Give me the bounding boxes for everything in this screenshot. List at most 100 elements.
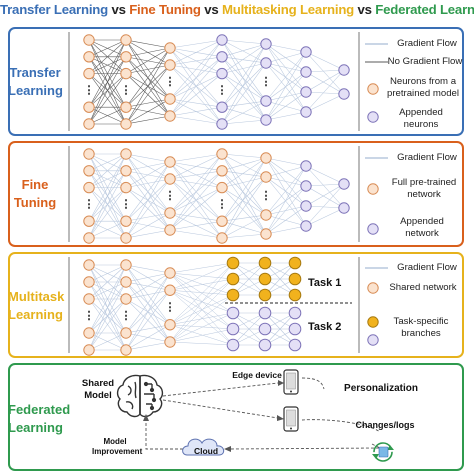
task1-edge (169, 262, 234, 291)
transfer-edge (305, 69, 345, 93)
legend-appended-network: Appended network (400, 216, 444, 239)
fine-edge (221, 176, 267, 239)
transfer-edge (221, 56, 267, 64)
task2-neuron (226, 338, 240, 352)
fine-neuron (83, 181, 95, 194)
fine-neuron (300, 180, 312, 192)
fine-edge (221, 153, 267, 216)
task2-neuron (288, 338, 302, 352)
multitask-shared-neuron (120, 259, 132, 271)
transfer-edge (305, 71, 345, 95)
fine-edge (169, 187, 223, 231)
transfer-edge (305, 51, 345, 95)
fine-ellipsis: ⋮ (261, 190, 272, 202)
transfer-edge (88, 73, 127, 125)
task1-edge (169, 262, 234, 274)
transfer-edge (221, 39, 267, 102)
task1-edge (232, 262, 266, 296)
transfer-edge (265, 71, 307, 121)
legend-pretrained-neurons: Neurons from a pretrained model (387, 76, 459, 99)
personalization-label: Personalization (344, 383, 418, 394)
fine-edge (221, 233, 267, 239)
fine-edge (221, 157, 267, 172)
transfer-edge (305, 69, 345, 113)
legend-appended-neurons: Appended neurons (399, 107, 443, 130)
fine-edge (88, 220, 127, 239)
fine-neuron (338, 178, 350, 190)
transfer-edge (305, 69, 345, 73)
task1-edge (169, 262, 234, 325)
fine-edge (125, 229, 171, 239)
transfer-neuron (338, 88, 350, 100)
multitask-shared-neuron (120, 327, 132, 339)
transfer-edge (125, 98, 171, 108)
fine-edge (265, 214, 307, 227)
task2-edge (169, 272, 234, 314)
task2-edge (232, 312, 266, 346)
transfer-edge (169, 106, 223, 117)
fine-neuron (120, 215, 132, 227)
task1-edge (169, 294, 234, 343)
transfer-edge (221, 43, 267, 58)
task1-edge (169, 278, 234, 291)
transfer-edge (88, 106, 127, 125)
transfer-edge (265, 91, 307, 121)
multitask-shared-edge (125, 272, 171, 300)
fine-edge (265, 185, 307, 235)
transfer-edge (221, 100, 267, 108)
fine-neuron (260, 152, 272, 164)
fine-edge (221, 157, 267, 222)
multitask-shared-edge (88, 264, 127, 300)
fine-edge (305, 183, 345, 207)
task1-edge (169, 262, 234, 343)
arrow-logs-to-cloud (229, 443, 381, 450)
legend-no-gradient-flow: No Gradient Flow (387, 56, 463, 67)
transfer-neuron (216, 51, 228, 63)
task2-edge (169, 324, 234, 330)
fine-edge (221, 176, 267, 222)
fine-neuron (83, 148, 95, 160)
fine-edge (305, 165, 345, 209)
phone-icon (283, 369, 299, 395)
fine-edge (221, 170, 267, 178)
transfer-edge (221, 62, 267, 108)
fine-edge (169, 170, 223, 231)
task1-neuron (288, 256, 302, 270)
transfer-edge (88, 39, 127, 74)
fine-edge (265, 157, 307, 227)
transfer-edge (169, 39, 223, 66)
multitask-shared-neuron (83, 293, 95, 305)
fine-neuron (120, 165, 132, 177)
transfer-edge (169, 98, 223, 108)
multitask-shared-edge (88, 264, 127, 351)
fine-edge (88, 170, 127, 239)
multitask-shared-edge (125, 324, 171, 334)
fine-edge (125, 178, 171, 188)
transfer-edge (169, 39, 223, 100)
transfer-neuron (83, 67, 95, 80)
panel-multitask (8, 252, 464, 358)
transfer-edge (221, 62, 267, 125)
task2-neuron (288, 322, 302, 336)
transfer-edge (221, 100, 267, 125)
phone-icon-2 (283, 406, 299, 432)
transfer-neuron (120, 67, 132, 80)
multitask-shared-edge (88, 281, 127, 351)
fine-edge (265, 205, 307, 216)
fine-ellipsis: ⋮ (121, 198, 132, 210)
fine-edge (125, 153, 171, 163)
transfer-edge (88, 39, 127, 108)
fine-edge (221, 157, 267, 188)
transfer-edge (125, 47, 171, 74)
task2-neuron (288, 306, 302, 320)
fine-neuron (216, 232, 228, 244)
fine-neuron (260, 228, 272, 240)
transfer-edge (265, 62, 307, 93)
fine-neuron (260, 171, 272, 183)
transfer-edge (265, 43, 307, 113)
task2-neuron (226, 322, 240, 336)
task2-edge (169, 324, 234, 346)
task2-edge (169, 290, 234, 330)
multitask-shared-neuron (120, 293, 132, 305)
